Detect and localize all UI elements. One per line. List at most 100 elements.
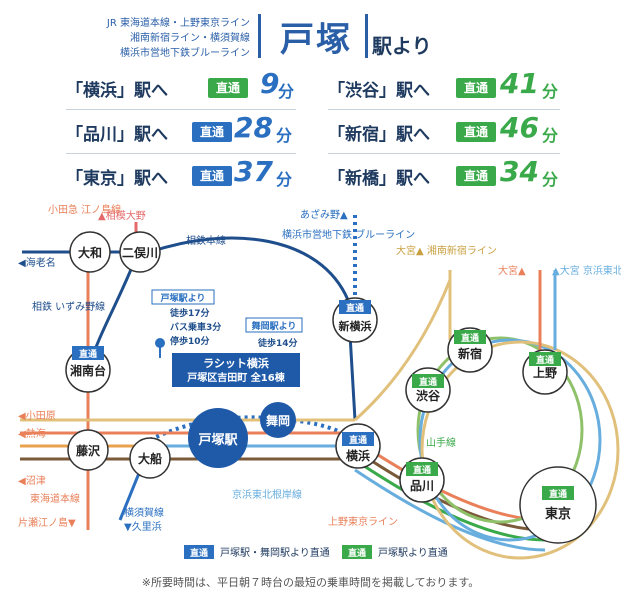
svg-text:相鉄 いずみ野線: 相鉄 いずみ野線 <box>32 300 105 313</box>
direct-badge-yokohama: 直通 <box>342 432 374 446</box>
footnote: ※所要時間は、平日朝７時台の最短の乗車時間を掲載しております。 <box>141 576 480 589</box>
direct-badge-shonandai: 直通 <box>72 346 104 360</box>
station-label: 東京 <box>545 506 571 522</box>
svg-text:戸塚駅より直通: 戸塚駅より直通 <box>378 546 448 559</box>
station-label: 横浜 <box>346 448 370 463</box>
station-totsuka: 戸塚駅 <box>188 408 248 468</box>
svg-text:舞岡駅より: 舞岡駅より <box>252 320 297 332</box>
direct-badge: 直通 <box>456 122 496 142</box>
minutes-unit: 分 <box>278 82 295 101</box>
svg-text:◀海老名: ◀海老名 <box>18 256 56 269</box>
property-box: ラシット横浜 戸塚区吉田町 全16棟 <box>172 353 300 387</box>
svg-text:直通: 直通 <box>461 332 479 344</box>
station-label: 大船 <box>138 451 162 466</box>
time-row-shibuya: 「渋谷」駅へ 直通 41 分 <box>328 67 560 110</box>
direct-badge: 直通 <box>456 166 496 186</box>
direct-badge: 直通 <box>208 78 248 98</box>
from-totsuka-info: 戸塚駅より 徒歩17分 バス乗車3分 停歩10分 <box>151 289 221 347</box>
svg-text:直通: 直通 <box>549 488 567 500</box>
direct-badge: 直通 <box>456 78 496 98</box>
destination-label: 「新宿」駅へ <box>328 125 430 145</box>
station-maioka: 舞岡 <box>260 402 296 438</box>
svg-text:◀小田原: ◀小田原 <box>18 410 56 422</box>
svg-text:直通: 直通 <box>349 434 367 446</box>
station-label: 戸塚駅 <box>198 433 238 448</box>
time-row-shinjuku: 「新宿」駅へ 直通 46 分 <box>328 111 560 154</box>
svg-text:停歩10分: 停歩10分 <box>170 335 210 347</box>
station-label: 二俣川 <box>122 245 158 260</box>
direct-badge-shinyokohama: 直通 <box>339 300 371 314</box>
line-name: JR 東海道本線・上野東京ライン <box>106 18 250 29</box>
svg-text:直通: 直通 <box>413 464 431 476</box>
destination-label: 「新橋」駅へ <box>328 169 430 189</box>
station-label: 藤沢 <box>75 443 101 458</box>
direct-badge: 直通 <box>192 166 232 186</box>
svg-text:戸塚駅より: 戸塚駅より <box>161 292 206 304</box>
minutes-value: 9 <box>260 67 280 100</box>
station-title: 戸塚 <box>280 20 352 60</box>
svg-text:▲相模大野: ▲相模大野 <box>98 209 146 222</box>
svg-text:直通: 直通 <box>346 302 364 314</box>
from-maioka-info: 舞岡駅より 徒歩14分 <box>245 317 303 349</box>
minutes-unit: 分 <box>542 126 559 145</box>
station-label: 渋谷 <box>416 388 441 403</box>
svg-text:東海道本線: 東海道本線 <box>30 492 80 505</box>
destination-label: 「品川」駅へ <box>66 125 168 145</box>
minutes-unit: 分 <box>542 82 559 101</box>
destination-label: 「渋谷」駅へ <box>328 81 430 101</box>
time-row-tokyo: 「東京」駅へ 直通 37 分 <box>66 155 296 198</box>
station-suffix: 駅より <box>372 34 432 58</box>
property-pin-icon <box>155 338 165 348</box>
svg-text:山手線: 山手線 <box>426 436 456 449</box>
route-map: 大和 二俣川 湘南台 藤沢 大船 戸塚駅 舞岡 横浜 新横浜 渋谷 新宿 <box>18 203 621 560</box>
svg-text:小田急 江ノ島線: 小田急 江ノ島線 <box>48 203 121 216</box>
svg-text:戸塚駅・舞岡駅より直通: 戸塚駅・舞岡駅より直通 <box>220 546 330 559</box>
station-label: 大和 <box>78 245 102 260</box>
station-bracket <box>258 14 368 58</box>
direct-badge-shibuya: 直通 <box>412 374 444 388</box>
direct-badge-shinjuku: 直通 <box>454 330 486 344</box>
station-label: 新宿 <box>458 346 482 361</box>
svg-text:徒歩14分: 徒歩14分 <box>257 337 298 349</box>
station-label: 新横浜 <box>339 319 372 333</box>
svg-text:あざみ野▲: あざみ野▲ <box>300 208 348 221</box>
time-row-shinagawa: 「品川」駅へ 直通 28 分 <box>66 111 296 154</box>
sotetsu-main-line <box>22 236 357 421</box>
station-yamato: 大和 <box>69 231 111 273</box>
station-ofuna: 大船 <box>129 437 171 479</box>
svg-text:横浜市営地下鉄 ブルーライン: 横浜市営地下鉄 ブルーライン <box>282 228 415 241</box>
minutes-value: 34 <box>500 155 539 188</box>
svg-text:ラシット横浜: ラシット横浜 <box>203 356 269 370</box>
line-list: JR 東海道本線・上野東京ライン 湘南新宿ライン・横須賀線 横浜市営地下鉄ブルー… <box>70 16 250 61</box>
destination-label: 「東京」駅へ <box>66 169 168 189</box>
station-label: 舞岡 <box>265 413 290 428</box>
svg-text:▲大宮 京浜東北線: ▲大宮 京浜東北線 <box>552 264 621 277</box>
station-label: 品川 <box>410 479 434 493</box>
station-fujisawa: 藤沢 <box>67 429 109 471</box>
minutes-unit: 分 <box>276 126 293 145</box>
svg-text:横須賀線: 横須賀線 <box>124 506 164 519</box>
minutes-unit: 分 <box>542 170 559 189</box>
svg-text:大宮▲: 大宮▲ <box>498 264 526 277</box>
direct-badge-shinagawa: 直通 <box>406 462 438 476</box>
svg-text:◀沼津: ◀沼津 <box>18 474 46 487</box>
minutes-value: 41 <box>500 67 539 100</box>
svg-text:相鉄本線: 相鉄本線 <box>186 234 226 247</box>
minutes-unit: 分 <box>276 170 293 189</box>
svg-text:大宮▲ 湘南新宿ライン: 大宮▲ 湘南新宿ライン <box>396 244 497 257</box>
destination-label: 「横浜」駅へ <box>66 81 168 101</box>
svg-text:直通: 直通 <box>190 547 208 559</box>
svg-text:京浜東北根岸線: 京浜東北根岸線 <box>232 488 302 501</box>
time-row-shinbashi: 「新橋」駅へ 直通 34 分 <box>328 155 560 198</box>
line-name: 横浜市営地下鉄ブルーライン <box>120 48 250 59</box>
direct-badge: 直通 <box>192 122 232 142</box>
direct-badge-tokyo: 直通 <box>542 486 574 500</box>
legend: 直通 戸塚駅・舞岡駅より直通 直通 戸塚駅より直通 <box>184 545 448 559</box>
line-name: 湘南新宿ライン・横須賀線 <box>130 33 250 44</box>
yamanote-line <box>416 336 584 524</box>
svg-text:片瀬江ノ島▼: 片瀬江ノ島▼ <box>18 516 76 529</box>
svg-text:戸塚区吉田町 全16棟: 戸塚区吉田町 全16棟 <box>187 371 285 384</box>
station-tokyo: 東京 <box>519 466 597 544</box>
svg-text:直通: 直通 <box>79 348 97 360</box>
station-futamatagawa: 二俣川 <box>119 231 161 273</box>
